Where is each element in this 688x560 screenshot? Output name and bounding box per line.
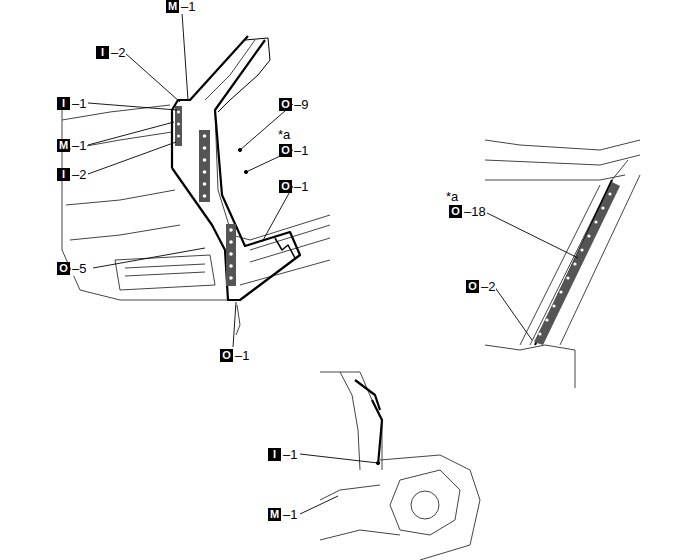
symbol-letter: O — [220, 349, 233, 362]
symbol-letter: I — [57, 168, 70, 181]
symbol-box: I — [96, 46, 109, 59]
symbol-box: M — [166, 0, 179, 13]
symbol-letter: M — [57, 139, 70, 152]
callout-number: –1 — [180, 0, 196, 14]
symbol-letter: O — [279, 180, 292, 193]
symbol-letter: M — [166, 0, 179, 13]
symbol-box: O — [279, 98, 292, 111]
callout-number: –5 — [71, 262, 87, 276]
symbol-box: O — [57, 262, 70, 275]
callout-number: *a — [277, 128, 291, 142]
callout-number: –2 — [480, 280, 496, 294]
symbol-box: O — [279, 180, 292, 193]
symbol-letter: I — [268, 448, 281, 461]
callout-number: –1 — [71, 97, 87, 111]
symbol-box: O — [466, 280, 479, 293]
callout-number: –18 — [463, 205, 487, 219]
callout-number: *a — [445, 190, 459, 204]
callout-number: –1 — [293, 180, 309, 194]
symbol-box: I — [57, 168, 70, 181]
symbol-box: M — [268, 508, 281, 521]
symbol-letter: O — [57, 262, 70, 275]
symbol-box: O — [220, 349, 233, 362]
symbol-letter: O — [279, 144, 292, 157]
callout-number: –2 — [110, 46, 126, 60]
callout-number: –1 — [71, 139, 87, 153]
symbol-box: I — [57, 97, 70, 110]
symbol-letter: O — [449, 205, 462, 218]
symbol-box: O — [279, 144, 292, 157]
callout-number: –1 — [282, 508, 298, 522]
symbol-letter: O — [279, 98, 292, 111]
callout-number: –1 — [234, 349, 250, 363]
callout-number: –1 — [293, 144, 309, 158]
symbol-box: I — [268, 448, 281, 461]
callout-number: –2 — [71, 168, 87, 182]
callout-number: –9 — [293, 98, 309, 112]
callout-number: –1 — [282, 448, 298, 462]
symbol-letter: M — [268, 508, 281, 521]
symbol-box: O — [449, 205, 462, 218]
symbol-letter: I — [57, 97, 70, 110]
symbol-letter: I — [96, 46, 109, 59]
symbol-letter: O — [466, 280, 479, 293]
symbol-box: M — [57, 139, 70, 152]
